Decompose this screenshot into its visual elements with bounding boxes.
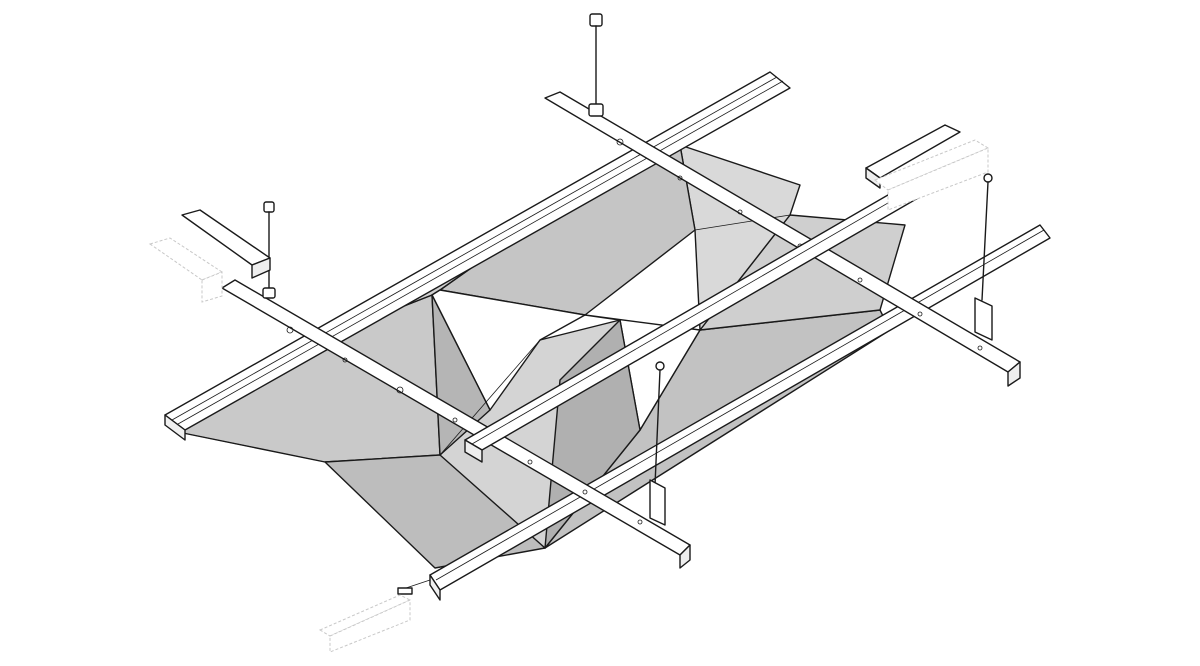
panel-facet-inner-right bbox=[544, 319, 641, 549]
ghost-bracket-west bbox=[148, 237, 224, 303]
bracket-northeast bbox=[865, 124, 961, 189]
cross-channel-west bbox=[221, 279, 691, 569]
wire-hanger-center bbox=[649, 361, 666, 526]
ghost-bracket-northeast bbox=[873, 139, 990, 211]
rod-hanger-north bbox=[588, 13, 604, 117]
bracket-west bbox=[181, 209, 271, 279]
panel-facet-north bbox=[439, 144, 696, 316]
panel-opening-left bbox=[431, 289, 586, 411]
rod-hanger-west bbox=[262, 201, 276, 299]
ghost-bracket-south bbox=[318, 594, 412, 653]
wire-hanger-east bbox=[974, 173, 993, 341]
rail-end-tab bbox=[397, 587, 413, 595]
cross-channel-east bbox=[544, 91, 1021, 387]
